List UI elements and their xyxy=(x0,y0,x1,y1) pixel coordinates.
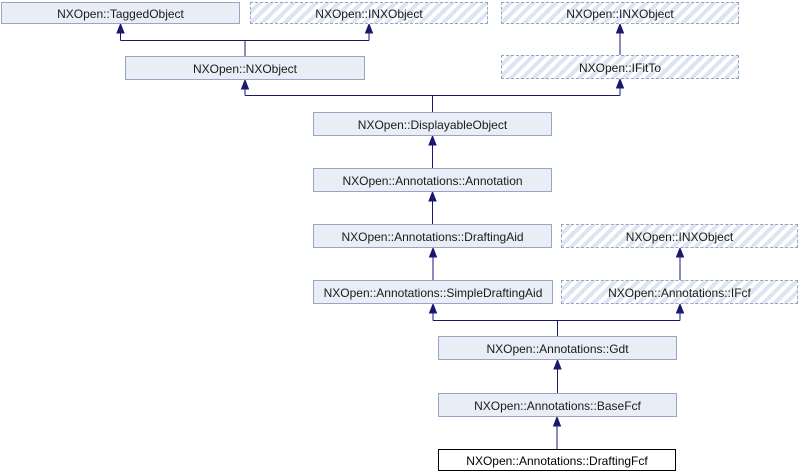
class-node-label: NXOpen::NXObject xyxy=(192,61,298,76)
class-node-annotation[interactable]: NXOpen::Annotations::Annotation xyxy=(313,168,552,192)
class-node-simpledraftingaid[interactable]: NXOpen::Annotations::SimpleDraftingAid xyxy=(313,280,553,304)
class-node-gdt[interactable]: NXOpen::Annotations::Gdt xyxy=(438,336,677,360)
class-node-draftingfcf-current: NXOpen::Annotations::DraftingFcf xyxy=(438,449,676,471)
class-node-draftingaid[interactable]: NXOpen::Annotations::DraftingAid xyxy=(313,224,552,248)
edge-simpledraftingaid-to-draftingaid xyxy=(428,246,438,280)
edge-nxobject-to-taggedobject-and-inxobject xyxy=(116,22,374,56)
class-node-ifitto[interactable]: NXOpen::IFitTo xyxy=(501,55,739,79)
edge-ifcf-to-inxobject xyxy=(675,246,685,280)
edge-displayableobject-to-nxobject-and-ifitto xyxy=(240,77,625,112)
class-node-label: NXOpen::INXObject xyxy=(566,6,674,21)
class-node-label: NXOpen::Annotations::DraftingFcf xyxy=(466,453,648,468)
edge-gdt-to-simpledraftingaid-and-ifcf xyxy=(428,302,685,336)
class-node-inxobject-top-right[interactable]: NXOpen::INXObject xyxy=(501,2,739,24)
class-node-taggedobject[interactable]: NXOpen::TaggedObject xyxy=(1,2,240,24)
class-node-label: NXOpen::IFitTo xyxy=(578,60,662,75)
class-node-label: NXOpen::INXObject xyxy=(625,229,734,244)
class-node-label: NXOpen::TaggedObject xyxy=(57,6,184,21)
class-node-inxobject-middle[interactable]: NXOpen::INXObject xyxy=(561,224,798,248)
class-node-label: NXOpen::Annotations::IFcf xyxy=(608,285,751,300)
edge-draftingfcf-to-basefcf xyxy=(552,415,562,449)
class-node-label: NXOpen::Annotations::DraftingAid xyxy=(341,229,524,244)
edge-draftingaid-to-annotation xyxy=(428,190,437,224)
edge-annotation-to-displayableobject xyxy=(428,134,437,168)
class-node-label: NXOpen::INXObject xyxy=(315,6,423,21)
class-node-ifcf[interactable]: NXOpen::Annotations::IFcf xyxy=(561,280,798,304)
class-node-label: NXOpen::Annotations::Gdt xyxy=(486,341,629,356)
edge-ifitto-to-inxobject xyxy=(615,22,625,55)
class-node-label: NXOpen::Annotations::SimpleDraftingAid xyxy=(323,285,543,300)
class-node-nxobject[interactable]: NXOpen::NXObject xyxy=(125,56,365,80)
class-node-label: NXOpen::Annotations::BaseFcf xyxy=(474,398,641,413)
class-node-basefcf[interactable]: NXOpen::Annotations::BaseFcf xyxy=(438,393,677,417)
edge-basefcf-to-gdt xyxy=(553,358,562,393)
class-node-label: NXOpen::Annotations::Annotation xyxy=(342,173,523,188)
class-node-label: NXOpen::DisplayableObject xyxy=(357,117,508,132)
class-node-inxobject-top-left[interactable]: NXOpen::INXObject xyxy=(250,2,488,24)
class-node-displayableobject[interactable]: NXOpen::DisplayableObject xyxy=(313,112,552,136)
